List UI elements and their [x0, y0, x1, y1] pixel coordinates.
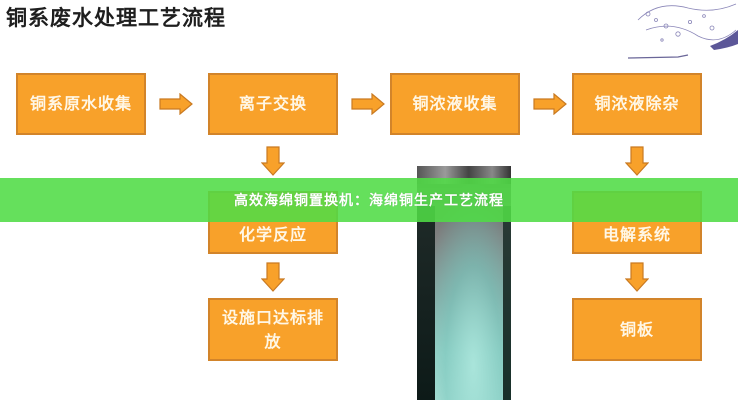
arrow-down-icon: [261, 146, 285, 176]
arrow-right-icon: [159, 93, 193, 115]
arrow-down-icon: [625, 146, 649, 176]
arrow-right-icon: [351, 93, 385, 115]
page-title: 铜系废水处理工艺流程: [6, 5, 226, 30]
flow-node-compliant-discharge: 设施口达标排放: [208, 298, 338, 361]
arrow-right-icon: [533, 93, 567, 115]
flow-node-concentrate-collection: 铜浓液收集: [390, 73, 520, 135]
flow-node-raw-water-collection: 铜系原水收集: [16, 73, 146, 135]
caption-banner: 高效海绵铜置换机：海绵铜生产工艺流程: [0, 178, 738, 222]
water-splash-icon: [627, 3, 738, 59]
banner-text: 高效海绵铜置换机：海绵铜生产工艺流程: [234, 193, 504, 209]
arrow-down-icon: [625, 262, 649, 292]
arrow-down-icon: [261, 262, 285, 292]
flow-node-copper-plate: 铜板: [572, 298, 702, 361]
flow-node-ion-exchange: 离子交换: [208, 73, 338, 135]
flow-node-concentrate-purification: 铜浓液除杂: [572, 73, 702, 135]
